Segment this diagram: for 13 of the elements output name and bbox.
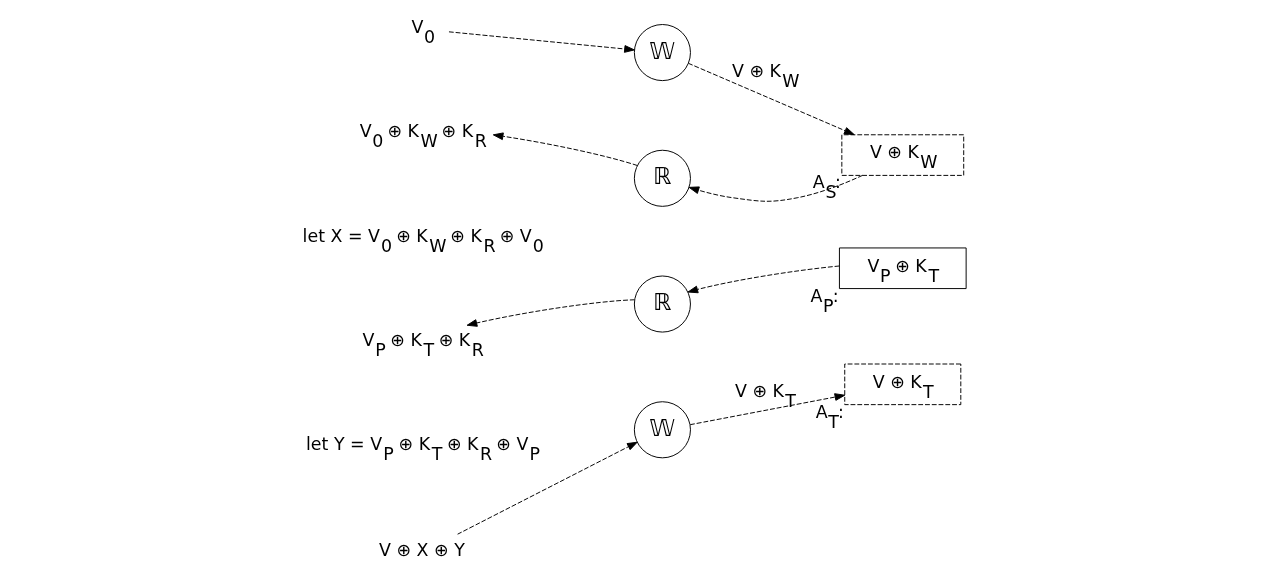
node-circle: ℝ xyxy=(633,149,691,207)
node-text: V ⊕ X ⊕ Y xyxy=(379,539,465,560)
node-circle: ℝ xyxy=(633,275,691,333)
arrow xyxy=(687,62,855,136)
arrow xyxy=(689,393,846,426)
arrow xyxy=(466,299,635,327)
arrow xyxy=(688,174,863,202)
node-circle: 𝕎 xyxy=(633,401,691,459)
arrow xyxy=(457,441,638,535)
arrow xyxy=(687,265,840,294)
arrow xyxy=(492,132,638,166)
node-circle: 𝕎 xyxy=(633,24,691,82)
arrow xyxy=(448,31,635,53)
